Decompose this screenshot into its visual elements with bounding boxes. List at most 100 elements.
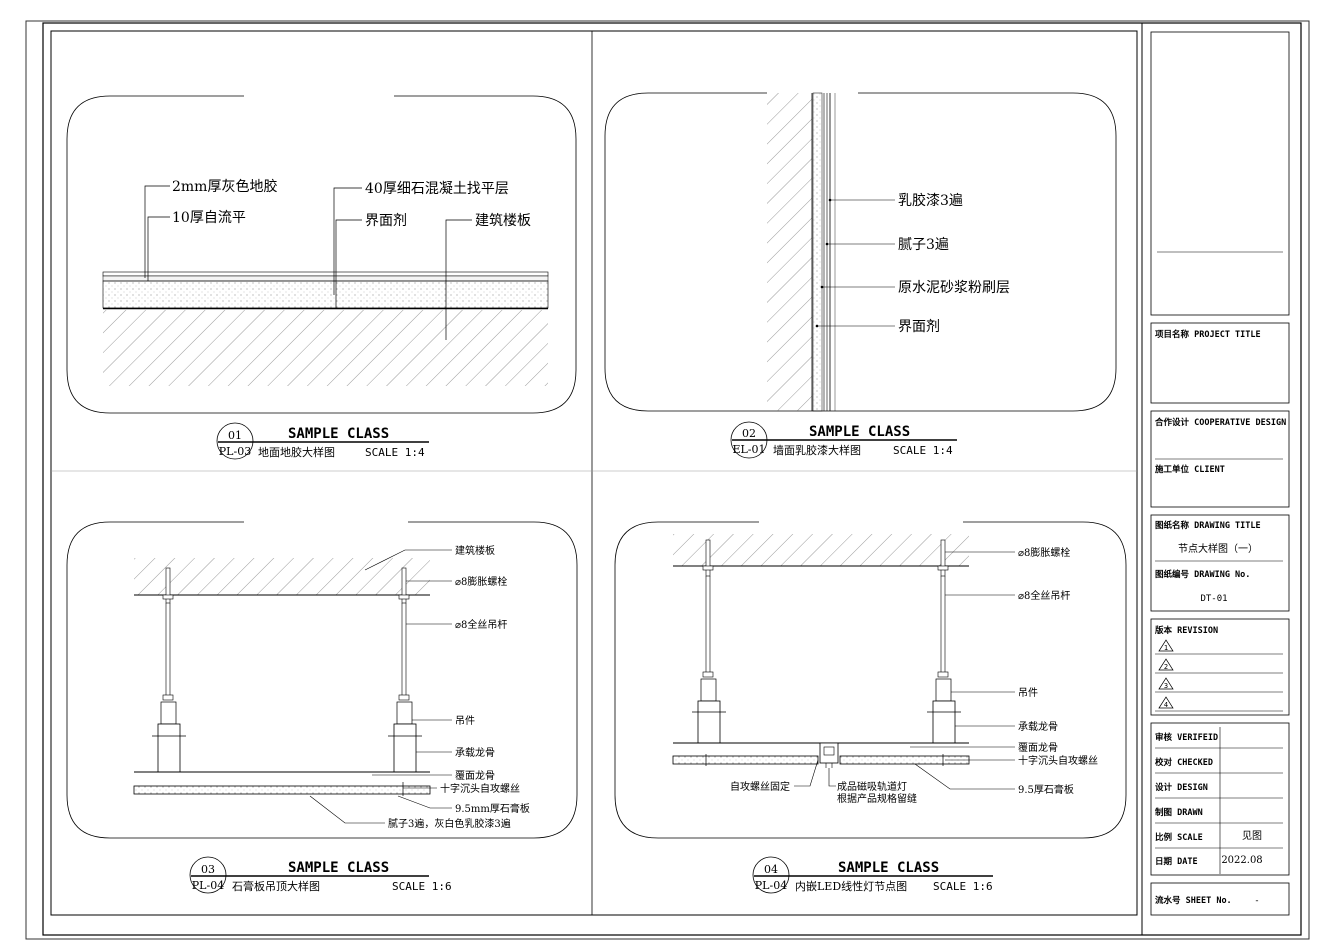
revision-triangle-3 xyxy=(1158,677,1174,690)
d03-scale: SCALE 1:6 xyxy=(392,880,452,893)
d01-scale: SCALE 1:4 xyxy=(365,446,425,459)
d02-label-paint: 乳胶漆3遍 xyxy=(898,192,963,209)
d01-name: 地面地胶大样图 xyxy=(258,445,335,459)
sheet-no-box xyxy=(1150,882,1290,916)
logo-box xyxy=(1150,31,1290,316)
d01-number: 01 xyxy=(228,429,242,442)
detail-03-gypsum-ceiling: 建筑楼板 ⌀8膨胀螺栓 ⌀8全丝吊杆 吊件 承载龙骨 覆面龙骨 十字沉头自攻螺丝… xyxy=(66,521,578,894)
detail-01-floor-vinyl: 2mm厚灰色地胶 10厚自流平 40厚细石混凝土找平层 界面剂 建筑楼板 01 … xyxy=(66,95,577,460)
d03-label-furring: 覆面龙骨 xyxy=(455,769,495,782)
sheet-outer-border xyxy=(25,20,1310,940)
d02-label-plaster: 原水泥砂浆粉刷层 xyxy=(898,280,1010,296)
verified-label: 审核 VERIFEID xyxy=(1155,732,1218,743)
client-label: 施工单位 CLIENT xyxy=(1155,464,1225,475)
hanger-left xyxy=(692,539,726,744)
design-label: 设计 DESIGN xyxy=(1155,782,1208,793)
d03-label-finish: 腻子3遍，灰白色乳胶漆3遍 xyxy=(388,817,511,830)
cooperative-client-box xyxy=(1150,410,1290,508)
d04-label-gypsum: 9.5厚石膏板 xyxy=(1018,783,1074,796)
d02-label-putty: 腻子3遍 xyxy=(898,237,949,253)
d03-class-title: SAMPLE CLASS xyxy=(288,860,389,876)
ceiling-slab xyxy=(673,534,969,566)
sheet-no-label: 流水号 SHEET No. xyxy=(1155,895,1232,906)
d03-label-slab: 建筑楼板 xyxy=(455,544,495,557)
d01-code: PL-03 xyxy=(219,445,251,458)
d04-label-gap: 根据产品规格留缝 xyxy=(837,792,917,805)
revision-triangle-1 xyxy=(1158,639,1174,652)
d01-label-self-leveling: 10厚自流平 xyxy=(172,210,246,226)
drawing-title-label: 图纸名称 DRAWING TITLE xyxy=(1155,520,1261,531)
d04-label-hanger: 吊件 xyxy=(1018,687,1038,699)
detail-03-frame xyxy=(66,521,578,839)
d03-label-main-runner: 承载龙骨 xyxy=(455,746,495,759)
detail-03-number-bubble xyxy=(189,856,227,894)
cooperative-design-label: 合作设计 COOPERATIVE DESIGN xyxy=(1154,417,1286,428)
drawing-no-label: 图纸编号 DRAWING No. xyxy=(1155,569,1250,580)
project-title-label: 项目名称 PROJECT TITLE xyxy=(1155,329,1261,340)
drawing-no-value: DT-01 xyxy=(1200,594,1227,604)
checked-label: 校对 CHECKED xyxy=(1155,757,1213,768)
led-light-channel xyxy=(819,742,839,768)
revision-triangle-4 xyxy=(1158,696,1174,709)
d04-label-screw: 十字沉头自攻螺丝 xyxy=(1018,754,1098,767)
detail-01-number-bubble xyxy=(216,422,254,460)
d02-number: 02 xyxy=(742,427,756,440)
revision-label: 版本 REVISION xyxy=(1154,625,1218,636)
d04-code: PL-04 xyxy=(755,879,787,892)
d04-label-main-runner: 承载龙骨 xyxy=(1018,720,1058,733)
project-title-box xyxy=(1150,322,1290,404)
d04-label-anchor: ⌀8膨胀螺栓 xyxy=(1018,546,1070,559)
revision-triangle-2 xyxy=(1158,658,1174,671)
detail-01-frame xyxy=(66,95,577,414)
self-leveling-layer xyxy=(102,275,549,282)
d04-scale: SCALE 1:6 xyxy=(933,880,993,893)
d04-label-furring: 覆面龙骨 xyxy=(1018,741,1058,754)
d04-label-screw-fix: 自攻螺丝固定 xyxy=(730,780,790,793)
sheet-inner-border xyxy=(42,22,1302,936)
hanger-left xyxy=(152,567,186,773)
d02-label-primer: 界面剂 xyxy=(898,319,940,335)
d02-code: EL-01 xyxy=(732,443,765,456)
drawing-title-box xyxy=(1150,514,1290,612)
d03-number: 03 xyxy=(201,863,215,876)
d01-label-screed: 40厚细石混凝土找平层 xyxy=(365,181,509,197)
title-block: 项目名称 PROJECT TITLE 合作设计 COOPERATIVE DESI… xyxy=(1141,23,1290,935)
floor-slab-layer xyxy=(103,310,548,386)
d04-label-rod: ⌀8全丝吊杆 xyxy=(1018,589,1070,602)
detail-02-frame xyxy=(604,92,1117,412)
sheet-no-value: - xyxy=(1254,896,1259,906)
revision-1: 1 xyxy=(1164,644,1168,652)
d03-code: PL-04 xyxy=(192,879,224,892)
d03-label-rod: ⌀8全丝吊杆 xyxy=(455,618,507,631)
drawing-area-frame xyxy=(50,30,1138,916)
d04-label-track-light: 成品磁吸轨道灯 xyxy=(837,780,907,793)
d01-label-slab: 建筑楼板 xyxy=(475,213,531,229)
detail-04-number-bubble xyxy=(752,856,790,894)
d02-name: 墙面乳胶漆大样图 xyxy=(773,443,861,457)
d04-class-title: SAMPLE CLASS xyxy=(838,860,939,876)
d01-class-title: SAMPLE CLASS xyxy=(288,426,389,442)
d02-scale: SCALE 1:4 xyxy=(893,444,953,457)
revision-3: 3 xyxy=(1164,682,1168,690)
d01-label-vinyl: 2mm厚灰色地胶 xyxy=(172,178,277,195)
scale-value: 见图 xyxy=(1242,830,1262,842)
vinyl-layer xyxy=(102,271,549,277)
concrete-screed-layer xyxy=(102,280,549,309)
revision-2: 2 xyxy=(1164,663,1168,671)
gypsum-board xyxy=(133,785,431,795)
scale-label: 比例 SCALE xyxy=(1155,832,1203,843)
hanger-right xyxy=(927,539,961,744)
d04-number: 04 xyxy=(764,863,778,876)
d02-class-title: SAMPLE CLASS xyxy=(809,424,910,440)
d03-name: 石膏板吊顶大样图 xyxy=(232,879,320,893)
d03-label-screw: 十字沉头自攻螺丝 xyxy=(440,782,520,795)
d03-label-hanger: 吊件 xyxy=(455,715,475,727)
date-value: 2022.08 xyxy=(1221,855,1262,866)
d04-name: 内嵌LED线性灯节点图 xyxy=(795,879,907,893)
drawing-title-value: 节点大样图（一） xyxy=(1178,542,1258,555)
drawn-label: 制图 DRAWN xyxy=(1155,807,1203,818)
ceiling-slab xyxy=(134,558,430,595)
detail-02-wall-paint: 乳胶漆3遍 腻子3遍 原水泥砂浆粉刷层 界面剂 02 EL-01 SAMPLE … xyxy=(604,92,1117,459)
revision-4: 4 xyxy=(1164,701,1168,709)
